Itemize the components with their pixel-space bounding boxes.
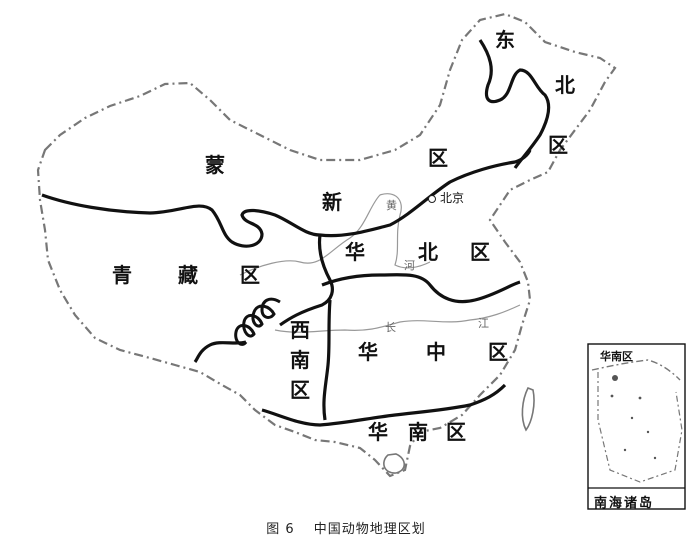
river-changjiang-char-2: 江 [478,317,489,330]
region-huazhong-char-3: 区 [488,340,508,364]
region-huabei-char-1: 华 [345,240,365,264]
figure-number: 图 6 [266,522,295,537]
boundary-huanan-north [261,383,507,427]
region-huanan-char-2: 南 [408,420,428,444]
region-qingzang-char-1: 青 [112,263,132,287]
yangtze-river [274,304,521,333]
hainan-island [383,453,406,474]
river-huanghe-char-1: 黄 [386,199,397,212]
capital-marker-icon [428,195,436,203]
boundary-qingzang-east [279,234,334,327]
yellow-river [239,193,431,276]
inset-coastline [591,359,681,381]
region-xinan-char-2: 南 [290,348,310,372]
region-dongbei-char-1: 东 [495,28,515,52]
inset-caption: 南海诸岛 [594,496,655,511]
south-sea-inset-frame [587,343,686,510]
river-changjiang-char-1: 长 [385,321,396,334]
boundary-coils [234,297,281,346]
figure-title: 中国动物地理区划 [313,522,426,537]
river-huanghe-char-2: 河 [404,259,415,272]
region-mengxin-char-2: 新 [322,190,342,214]
region-qingzang-char-2: 藏 [178,263,198,287]
boundary-xinan-east [322,299,332,421]
taiwan-island [521,386,535,432]
region-huazhong-char-2: 中 [426,340,446,364]
inset-islands [610,375,657,460]
region-mengxin-char-1: 蒙 [205,153,225,177]
inset-boundary [597,372,683,483]
boundary-qingzang-south [193,340,247,363]
boundary-huabei-south [321,273,521,304]
region-huabei-char-3: 区 [470,240,490,264]
region-huazhong-char-1: 华 [358,340,378,364]
region-qingzang-char-3: 区 [240,263,260,287]
region-dongbei-char-3: 区 [548,133,568,157]
inset-title: 华南区 [600,350,633,363]
figure-caption: 图 6 中国动物地理区划 [0,518,692,537]
capital-label: 北京 [440,191,465,205]
boundary-mengxin-south [41,149,532,248]
region-dongbei-char-2: 北 [555,73,575,97]
boundary-northeast [478,39,551,169]
region-mengxin-char-3: 区 [428,146,448,170]
region-xinan-char-3: 区 [290,378,310,402]
region-xinan-char-1: 西 [290,318,310,342]
region-huanan-char-1: 华 [368,420,388,444]
region-huanan-char-3: 区 [446,420,466,444]
region-huabei-char-2: 北 [418,240,438,264]
national-border [36,12,617,478]
